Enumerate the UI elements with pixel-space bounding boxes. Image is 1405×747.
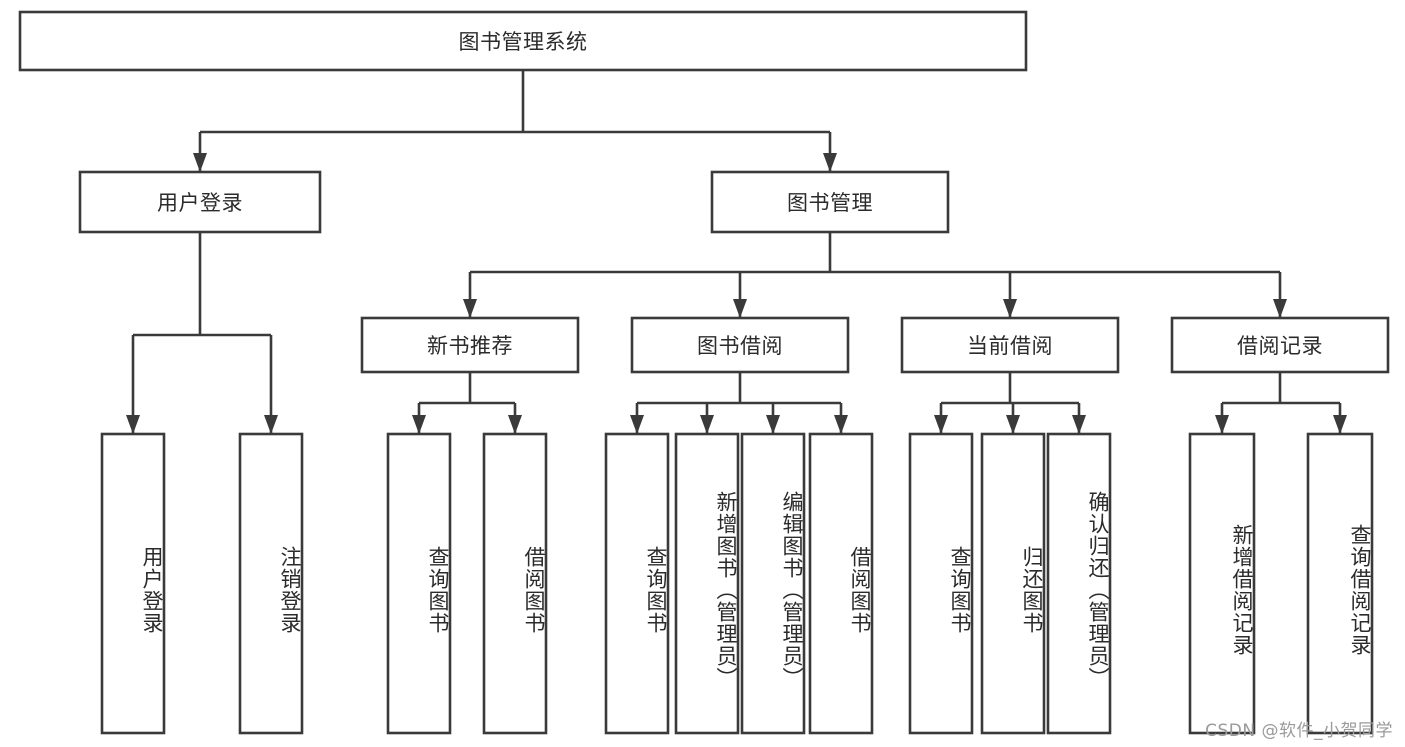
arrow-head-icon-查询图书: [934, 415, 948, 434]
connector-layer: [126, 70, 1347, 434]
node-box-leaf-借阅图书[interactable]: [808, 432, 874, 735]
arrow-head-icon-借阅记录: [1273, 299, 1287, 318]
arrow-head-icon-注销登录: [264, 415, 278, 434]
arrow-head-icon-归还图书: [1006, 415, 1020, 434]
arrow-head-icon-借阅图书: [834, 415, 848, 434]
node-box-leaf-查询图书[interactable]: [604, 432, 670, 735]
arrow-head-icon-新增图书管理员: [700, 415, 714, 434]
node-box-level1-图书管理[interactable]: [710, 170, 950, 234]
node-box-leaf-确认归还管理员[interactable]: [1046, 432, 1112, 735]
node-box-leaf-新增图书管理员[interactable]: [674, 432, 740, 735]
arrow-head-icon-新增借阅记录: [1215, 415, 1229, 434]
arrow-head-icon-图书借阅: [733, 299, 747, 318]
node-box-level2-借阅记录[interactable]: [1170, 316, 1390, 374]
arrow-head-icon-查询图书: [630, 415, 644, 434]
node-box-leaf-查询图书[interactable]: [386, 432, 452, 735]
arrow-head-icon-查询图书: [412, 415, 426, 434]
node-box-root-图书管理系统[interactable]: [18, 10, 1028, 72]
node-box-leaf-归还图书[interactable]: [980, 432, 1046, 735]
arrow-head-icon-图书管理: [823, 153, 837, 172]
arrow-head-icon-用户登录: [126, 415, 140, 434]
arrow-head-icon-借阅图书: [508, 415, 522, 434]
node-box-level2-新书推荐[interactable]: [360, 316, 580, 374]
arrow-head-icon-当前借阅: [1003, 299, 1017, 318]
node-box-level1-用户登录[interactable]: [78, 170, 322, 234]
arrow-head-icon-确认归还管理员: [1072, 415, 1086, 434]
node-box-level2-当前借阅[interactable]: [900, 316, 1120, 374]
node-box-leaf-注销登录[interactable]: [238, 432, 304, 735]
node-box-leaf-编辑图书管理员[interactable]: [740, 432, 806, 735]
node-box-level2-图书借阅[interactable]: [630, 316, 850, 374]
node-box-leaf-查询借阅记录[interactable]: [1306, 432, 1374, 735]
node-box-leaf-新增借阅记录[interactable]: [1188, 432, 1256, 735]
node-box-leaf-查询图书[interactable]: [908, 432, 974, 735]
arrow-head-icon-编辑图书管理员: [766, 415, 780, 434]
node-box-leaf-用户登录[interactable]: [100, 432, 166, 735]
box-layer: [18, 10, 1390, 735]
arrow-head-icon-新书推荐: [463, 299, 477, 318]
node-box-leaf-借阅图书[interactable]: [482, 432, 548, 735]
arrow-head-icon-用户登录: [193, 153, 207, 172]
arrow-head-icon-查询借阅记录: [1333, 415, 1347, 434]
